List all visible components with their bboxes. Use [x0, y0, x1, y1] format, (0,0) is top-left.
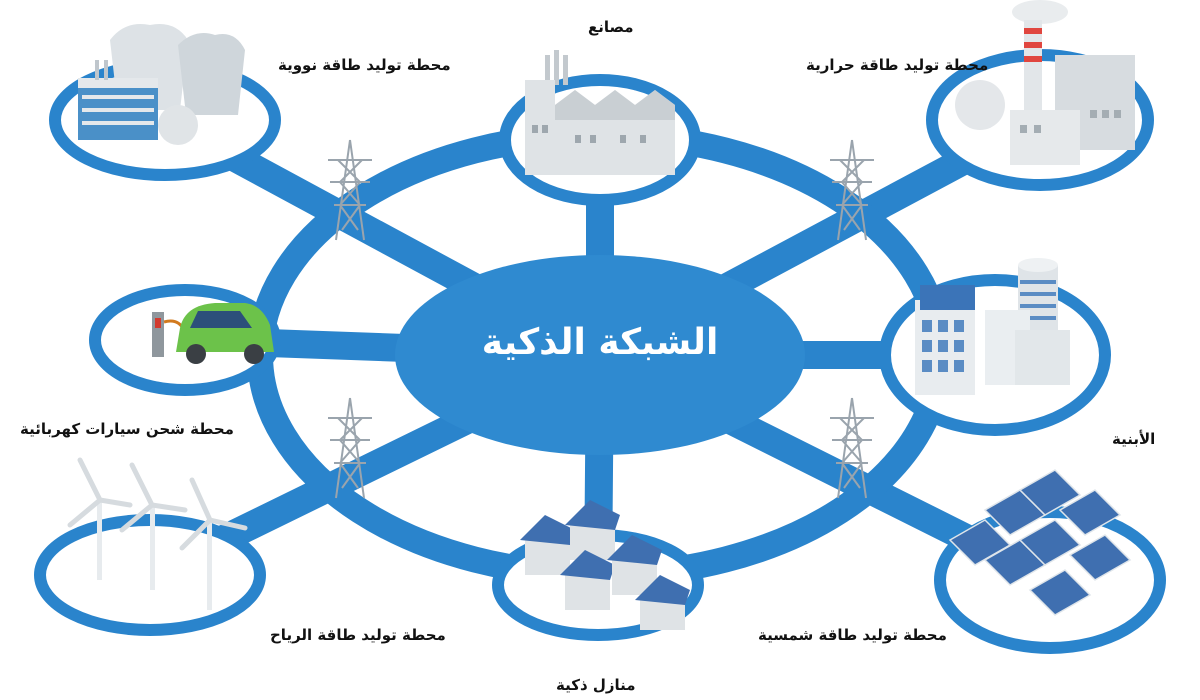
- house-icon: [565, 500, 620, 560]
- label-factories: مصانع: [588, 18, 634, 36]
- label-thermal: محطة توليد طاقة حرارية: [806, 56, 989, 74]
- wind-turbine-icon: [119, 462, 188, 590]
- house-icon: [560, 550, 615, 610]
- center-hub-label: الشبكة الذكية: [481, 322, 719, 363]
- tower-icon: [830, 397, 874, 499]
- solar-panel-icon: [1058, 489, 1122, 536]
- nuclear-plant-icon: [78, 24, 245, 145]
- label-nuclear: محطة توليد طاقة نووية: [278, 56, 451, 74]
- thermal-plant-icon: [955, 0, 1135, 165]
- wind-turbines-icon: [67, 457, 248, 610]
- solar-panel-icon: [1018, 519, 1082, 566]
- tower-icon: [328, 139, 372, 241]
- label-smart-homes: منازل ذكية: [556, 676, 636, 694]
- smart-homes-icon: [520, 500, 690, 630]
- tower-icon: [328, 397, 372, 499]
- factory-icon: [525, 50, 675, 175]
- center-hub: [395, 255, 805, 455]
- buildings-icon: [915, 258, 1070, 395]
- label-ev-charging: محطة شحن سيارات كهربائية: [20, 420, 234, 438]
- ev-charging-icon: [152, 303, 274, 364]
- transmission-towers: [328, 139, 874, 499]
- solar-panels-icon: [948, 469, 1132, 616]
- tower-icon: [830, 139, 874, 241]
- house-icon: [520, 515, 575, 575]
- label-wind: محطة توليد طاقة الرياح: [270, 626, 446, 644]
- label-buildings: الأبنية: [1112, 430, 1156, 448]
- solar-panel-icon: [1068, 534, 1132, 581]
- solar-panel-icon: [1028, 569, 1092, 616]
- wind-turbine-icon: [179, 477, 248, 610]
- wind-turbine-icon: [67, 457, 133, 580]
- solar-panel-icon: [1018, 469, 1082, 516]
- label-solar: محطة توليد طاقة شمسية: [758, 626, 947, 644]
- house-icon: [635, 575, 690, 630]
